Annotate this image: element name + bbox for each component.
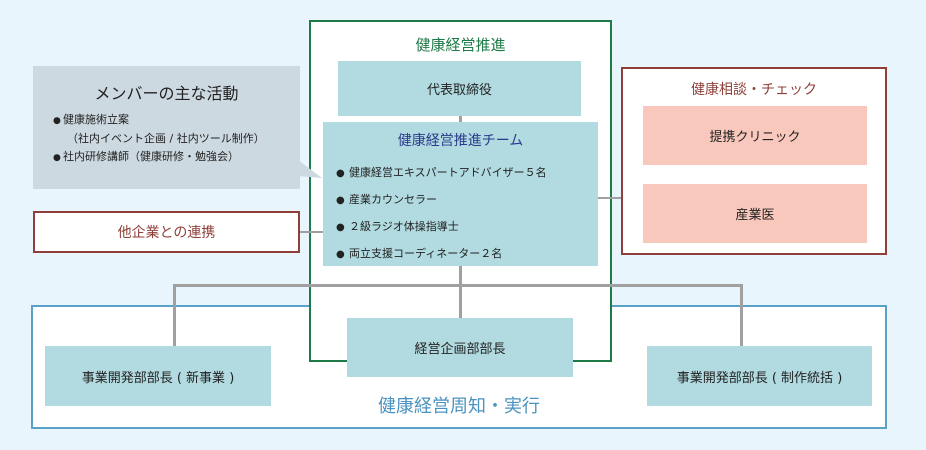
team-title: 健康経営推進チーム bbox=[397, 133, 524, 149]
activity-list: ●健康施術立案 （社内イベント企画 / 社内ツール制作） ●社内研修講師（健康研… bbox=[53, 111, 265, 167]
bullet-icon: ● bbox=[53, 153, 61, 163]
connector-ceo-team bbox=[459, 116, 462, 122]
team-member: ●健康経営エキスパートアドバイザー５名 bbox=[336, 160, 547, 187]
team-member: ●２級ラジオ体操指導士 bbox=[336, 214, 547, 241]
activity-item: ●社内研修講師（健康研修・勉強会） bbox=[53, 148, 265, 167]
bullet-icon: ● bbox=[336, 222, 345, 233]
team-member: ●両立支援コーディネーター２名 bbox=[336, 241, 547, 268]
activity-panel: メンバーの主な活動 ●健康施術立案 （社内イベント企画 / 社内ツール制作） ●… bbox=[33, 66, 300, 189]
connector-partner bbox=[283, 231, 323, 233]
activity-title: メンバーの主な活動 bbox=[94, 84, 239, 103]
health-check-title: 健康相談・チェック bbox=[691, 82, 817, 98]
activity-item-detail: （社内イベント企画 / 社内ツール制作） bbox=[67, 132, 265, 145]
connector-team-down bbox=[459, 266, 462, 318]
promotion-title: 健康経営推進 bbox=[415, 36, 506, 54]
bullet-icon: ● bbox=[336, 195, 345, 206]
connector-horizontal-bus bbox=[173, 284, 743, 287]
bullet-icon: ● bbox=[336, 249, 345, 260]
planning-manager-box: 経営企画部部長 bbox=[347, 318, 573, 377]
connector-right-drop bbox=[740, 284, 743, 346]
connector-health bbox=[598, 197, 634, 199]
team-member: ●産業カウンセラー bbox=[336, 187, 547, 214]
partner-clinic-box: 提携クリニック bbox=[643, 106, 867, 165]
ceo-box: 代表取締役 bbox=[338, 61, 581, 116]
connector-left-drop bbox=[173, 284, 176, 346]
activity-item: ●健康施術立案 bbox=[53, 111, 265, 130]
bullet-icon: ● bbox=[53, 116, 61, 126]
team-member-list: ●健康経営エキスパートアドバイザー５名 ●産業カウンセラー ●２級ラジオ体操指導… bbox=[336, 160, 547, 268]
bullet-icon: ● bbox=[336, 168, 345, 179]
execution-title: 健康経営周知・実行 bbox=[378, 396, 540, 417]
new-business-manager-box: 事業開発部部長 ( 新事業 ) bbox=[45, 346, 271, 406]
industrial-doctor-box: 産業医 bbox=[643, 184, 867, 243]
promotion-team-box: 健康経営推進チーム ●健康経営エキスパートアドバイザー５名 ●産業カウンセラー … bbox=[323, 122, 598, 266]
production-manager-box: 事業開発部部長 ( 制作統括 ) bbox=[647, 346, 872, 406]
partner-companies-box: 他企業との連携 bbox=[33, 211, 300, 253]
